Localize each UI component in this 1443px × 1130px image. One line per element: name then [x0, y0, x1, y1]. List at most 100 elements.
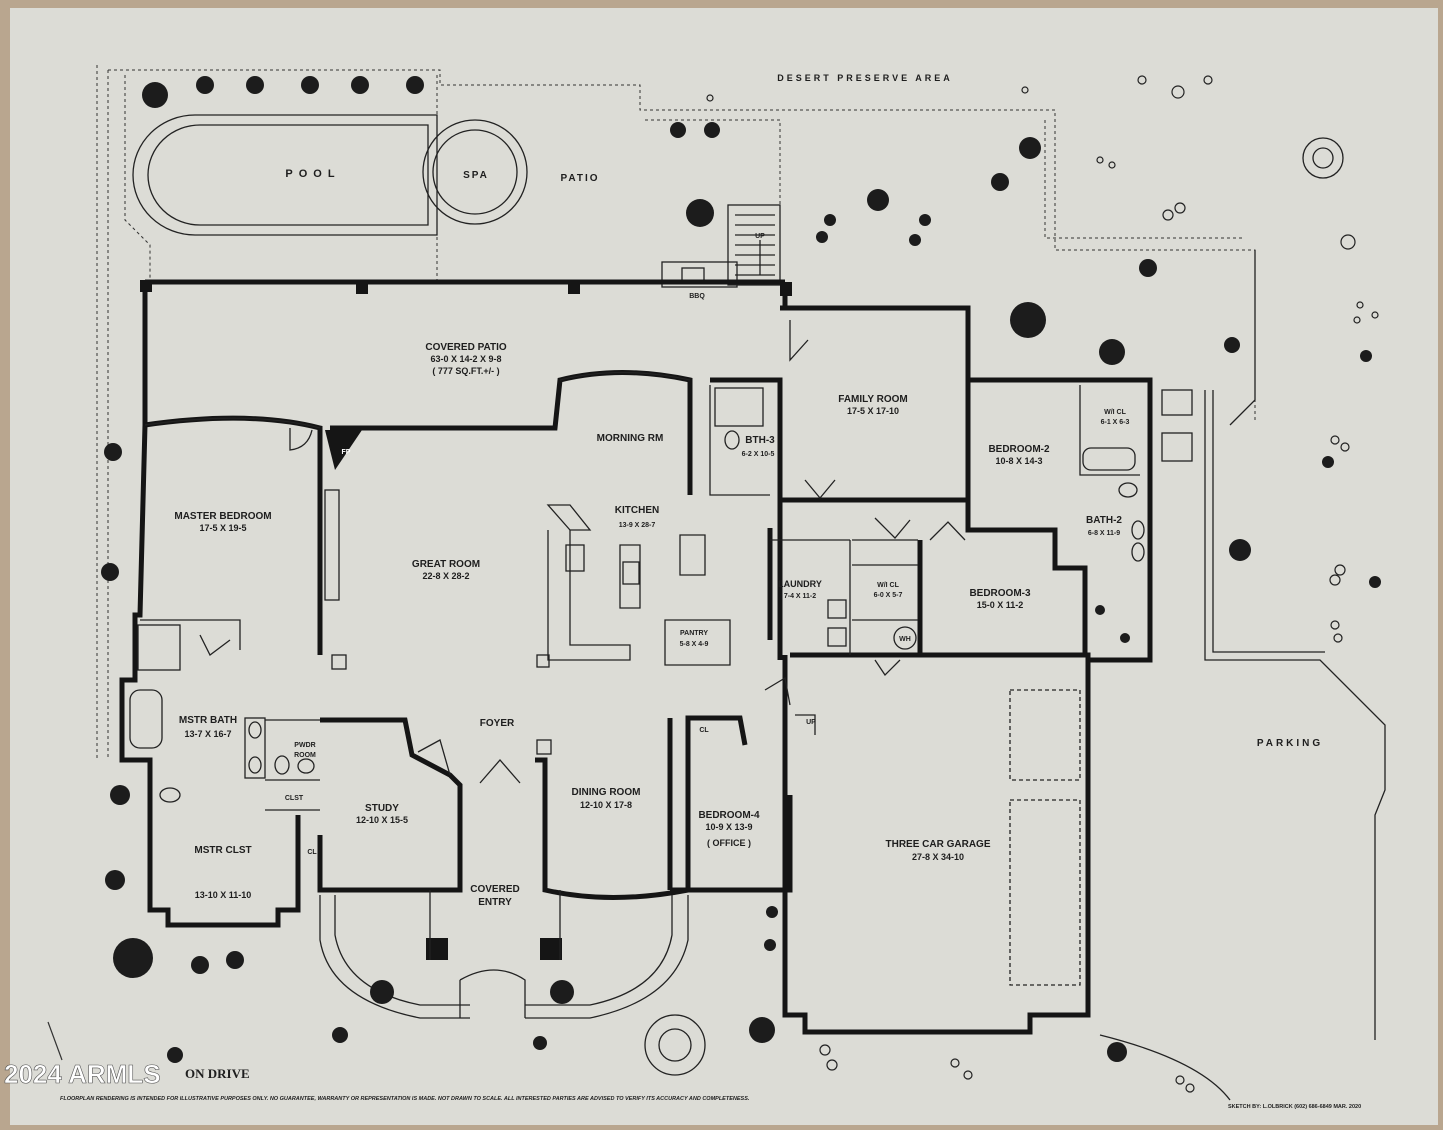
wic1-dims: 6-1 X 6-3 [1101, 419, 1130, 426]
desert-label: DESERT PRESERVE AREA [777, 73, 953, 83]
shrub-icon [1107, 1042, 1127, 1062]
toilet-icon [159, 787, 181, 803]
shrub-icon [764, 939, 776, 951]
bedroom3-name: BEDROOM-3 [969, 588, 1031, 599]
sketch-credit: SKETCH BY: L.OLBRICK (602) 686-6849 MAR.… [1228, 1104, 1361, 1110]
room-labels: COVERED PATIO 63-0 X 14-2 X 9-8 ( 777 SQ… [174, 342, 1129, 908]
shrub-icon [704, 122, 720, 138]
family-room-dims: 17-5 X 17-10 [847, 406, 899, 416]
morning-room-name: MORNING RM [597, 433, 664, 444]
master-bedroom-name: MASTER BEDROOM [174, 511, 271, 522]
parking-edge [1099, 250, 1386, 1101]
shrub-icon [1369, 576, 1381, 588]
shrub-icon [816, 231, 828, 243]
covered-patio-dims: 63-0 X 14-2 X 9-8 [430, 354, 501, 364]
shrub-icon [1010, 302, 1046, 338]
great-room-dims: 22-8 X 28-2 [422, 571, 469, 581]
toilet-icon [724, 430, 740, 450]
laundry-dims: 7-4 X 11-2 [784, 593, 816, 600]
master-closet-dims: 13-10 X 11-10 [195, 890, 252, 900]
toilet-icon [274, 755, 290, 775]
shrub-icon [191, 956, 209, 974]
sink-icon [297, 758, 315, 774]
garage-name: THREE CAR GARAGE [885, 839, 990, 850]
shrub-icon [824, 214, 836, 226]
shrub-icon [1322, 456, 1334, 468]
shrub-icon [909, 234, 921, 246]
shrub-icon [766, 906, 778, 918]
interior-walls [140, 371, 1140, 986]
agave-icon [246, 76, 264, 94]
powder-room-name2: ROOM [294, 752, 316, 759]
covered-entry-name: COVERED [470, 884, 519, 895]
powder-room-name: PWDR [294, 742, 315, 749]
road-name: ON DRIVE [185, 1066, 250, 1081]
shrub-icon [226, 951, 244, 969]
shrub-icon [1099, 339, 1125, 365]
great-room-name: GREAT ROOM [412, 559, 480, 570]
watermark: 2024 ARMLS [4, 1059, 161, 1089]
study-name: STUDY [365, 803, 399, 814]
sink-icon [248, 721, 262, 739]
shrub-icon [550, 980, 574, 1004]
master-bath-dims: 13-7 X 16-7 [184, 729, 231, 739]
landscaping [101, 75, 1381, 1093]
shrub-icon [110, 785, 130, 805]
bedroom4-dims: 10-9 X 13-9 [705, 822, 752, 832]
washer-icon [827, 599, 847, 619]
shrub-icon [867, 189, 889, 211]
fireplace-label: FP [342, 449, 351, 456]
family-room-name: FAMILY ROOM [838, 394, 907, 405]
shrub-icon [370, 980, 394, 1004]
shrub-icon [991, 173, 1009, 191]
bath2-name: BATH-2 [1086, 515, 1122, 526]
master-bath-name: MSTR BATH [179, 715, 237, 726]
kitchen-dims: 13-9 X 28-7 [619, 522, 656, 529]
sink-icon [565, 544, 585, 572]
door-swings [199, 320, 966, 784]
shrub-icon [670, 122, 686, 138]
shrub-icon [919, 214, 931, 226]
shrub-icon [1360, 350, 1372, 362]
shrub-icon [101, 563, 119, 581]
water-heater-icon [893, 626, 917, 650]
sink-icon [248, 756, 262, 774]
island-column-base [536, 654, 550, 668]
disclaimer: FLOORPLAN RENDERING IS INTENDED FOR ILLU… [60, 1096, 750, 1102]
agave-icon [301, 76, 319, 94]
pantry-name: PANTRY [680, 630, 708, 637]
toilet-icon [1118, 482, 1138, 498]
garage-up-label: UP [806, 719, 816, 726]
shower-icon [137, 624, 181, 671]
columns [140, 280, 792, 960]
patio-label: PATIO [560, 173, 599, 184]
boulder-icon [706, 75, 1379, 1093]
tub-icon [1082, 447, 1136, 471]
flower-icon [644, 137, 1344, 1076]
paper [10, 8, 1438, 1125]
spa-label: SPA [463, 170, 489, 181]
shrub-icon [105, 870, 125, 890]
bedroom4-name: BEDROOM-4 [698, 810, 760, 821]
pool-area [132, 114, 528, 236]
shrub-icon [1224, 337, 1240, 353]
fixtures [129, 387, 1145, 803]
shrub-icon [686, 199, 714, 227]
bath2-dims: 6-8 X 11-9 [1088, 530, 1120, 537]
shrub-icon [1095, 605, 1105, 615]
bath3-name: BTH-3 [745, 435, 775, 446]
shrub-icon [1229, 539, 1251, 561]
shrub-icon [1139, 259, 1157, 277]
covered-patio-name: COVERED PATIO [425, 342, 507, 353]
wic2-name: W/I CL [877, 582, 899, 589]
dining-room-name: DINING ROOM [572, 787, 641, 798]
bedroom4-note: ( OFFICE ) [707, 838, 751, 848]
dining-room-dims: 12-10 X 17-8 [580, 800, 632, 810]
bedroom3-dims: 15-0 X 11-2 [977, 600, 1024, 610]
covered-patio-area: ( 777 SQ.FT.+/- ) [432, 366, 499, 376]
entry-walkway [319, 890, 689, 1019]
bath3-dims: 6-2 X 10-5 [742, 451, 775, 458]
closet-label: CLST [285, 795, 304, 802]
